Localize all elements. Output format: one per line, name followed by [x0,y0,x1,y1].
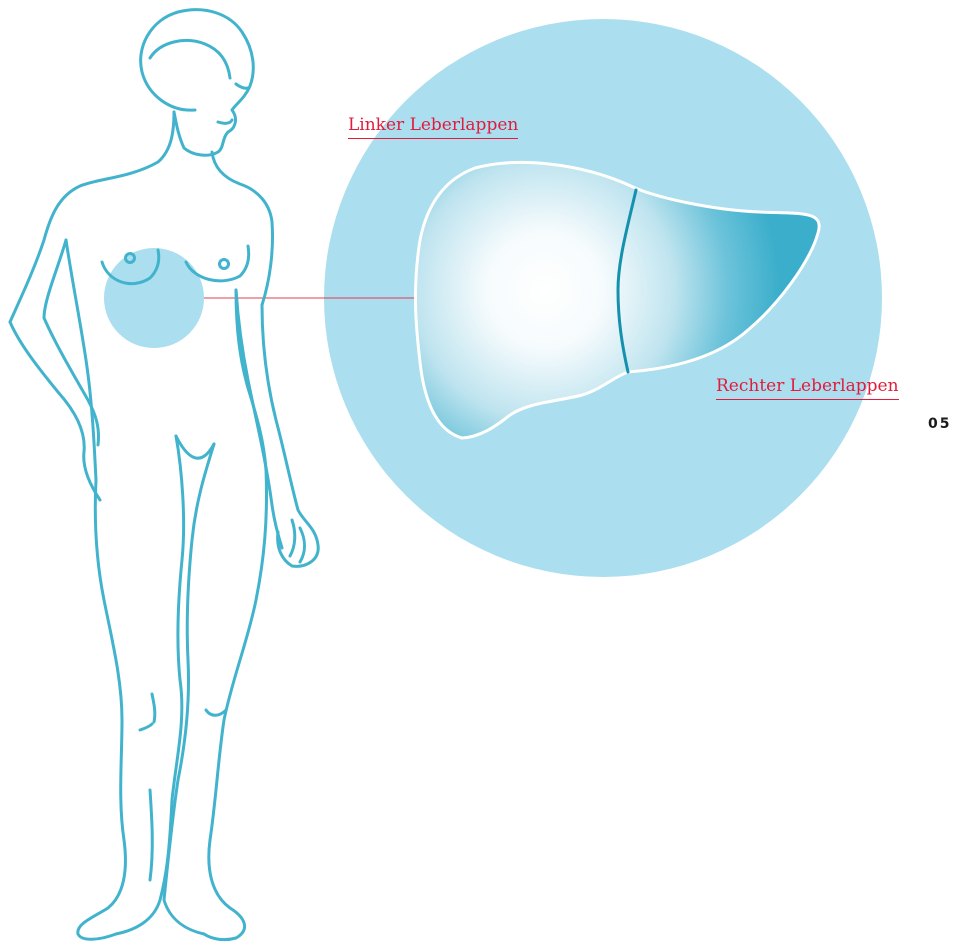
page-number: 05 [928,416,951,432]
left-arm [10,322,100,500]
right-hand-fingers [290,520,305,562]
torso-left [66,240,96,480]
knee-left [140,694,155,730]
shin-line [150,790,152,880]
liver-location-highlight [104,248,204,348]
label-right-liver-lobe: Rechter Leberlappen [716,376,899,400]
leg-right-inner [164,444,214,934]
label-left-liver-lobe: Linker Leberlappen [348,115,518,139]
leg-right-outer [204,470,267,940]
right-arm [262,305,318,566]
face-mouth [218,120,232,123]
nipple-right [220,260,229,269]
groin [176,436,214,458]
female-body-outline-icon [10,10,318,940]
face-eye [236,84,248,88]
hair-detail [150,40,230,78]
head-outline [141,10,254,156]
knee-right [206,710,226,715]
leg-left-outer [78,480,126,939]
